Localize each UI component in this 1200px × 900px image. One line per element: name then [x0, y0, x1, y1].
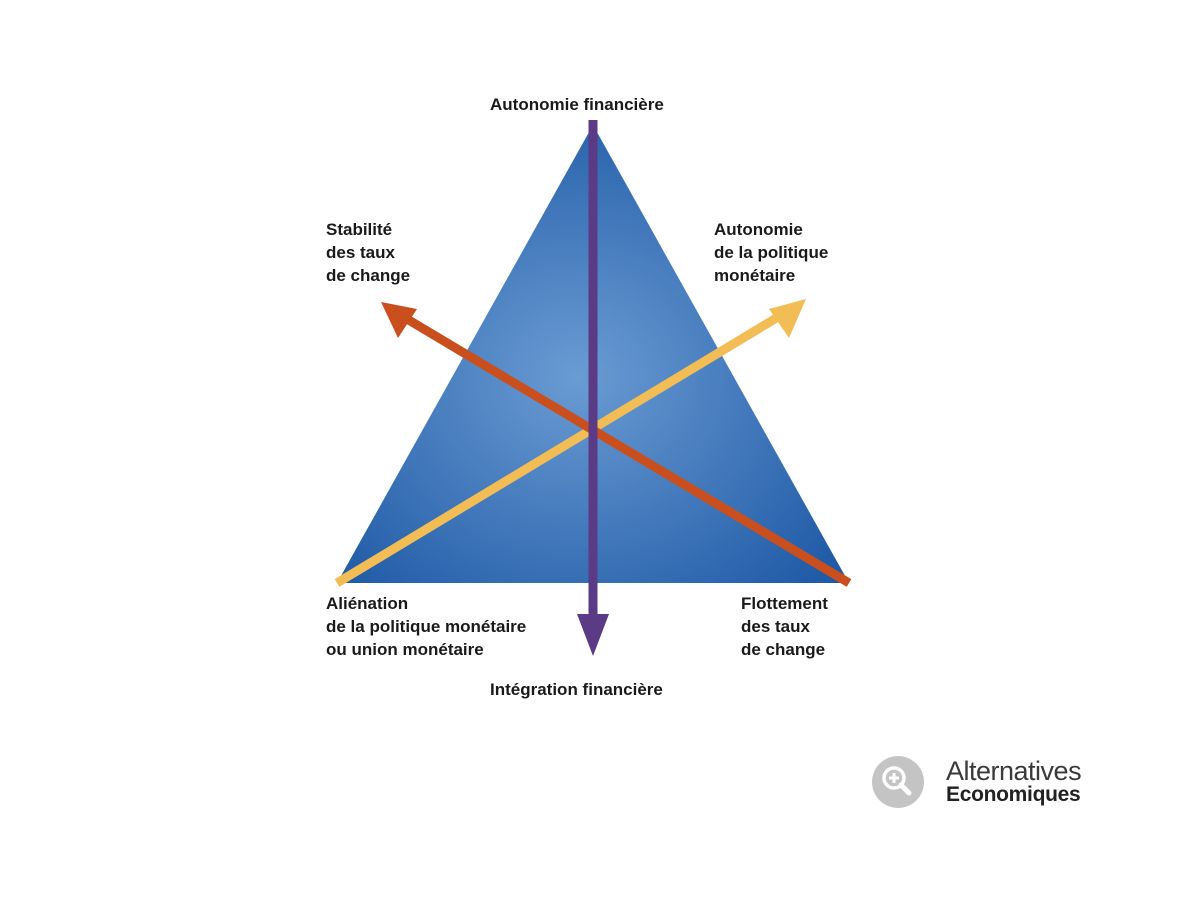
label-bottom-vertex: Intégration financière [490, 678, 663, 701]
label-line: Stabilité [326, 220, 393, 239]
label-line: Autonomie financière [490, 95, 664, 114]
label-line: des taux [326, 243, 395, 262]
vertical-arrow-head [577, 614, 609, 656]
zoom-in-icon[interactable] [872, 756, 924, 808]
label-left-arrow: Stabilité des taux de change [326, 218, 410, 287]
label-right-arrow: Autonomie de la politique monétaire [714, 218, 828, 287]
orange-arrow-head [381, 302, 417, 338]
label-line: monétaire [714, 266, 796, 285]
label-line: de change [326, 266, 411, 285]
yellow-arrow-line [334, 310, 786, 587]
label-line: de la politique [714, 243, 829, 262]
label-line: ou union monétaire [326, 640, 484, 659]
label-top-vertex: Autonomie financière [490, 93, 664, 116]
label-bottom-right-vertex: Flottement des taux de change [741, 592, 828, 661]
label-line: Intégration financière [490, 680, 663, 699]
yellow-arrow-head [769, 299, 806, 338]
label-bottom-left-vertex: Aliénation de la politique monétaire ou … [326, 592, 526, 661]
label-line: de change [741, 640, 826, 659]
orange-arrow-line [399, 312, 852, 587]
logo-line-2: Economiques [946, 783, 1081, 806]
label-line: de la politique monétaire [326, 617, 527, 636]
label-line: Autonomie [714, 220, 803, 239]
label-line: Aliénation [326, 594, 409, 613]
logo-line-1: Alternatives [946, 756, 1082, 786]
zoom-in-glyph [882, 766, 912, 796]
label-line: des taux [741, 617, 810, 636]
alternatives-economiques-logo: Alternatives Economiques [872, 756, 1092, 812]
label-line: Flottement [741, 594, 828, 613]
